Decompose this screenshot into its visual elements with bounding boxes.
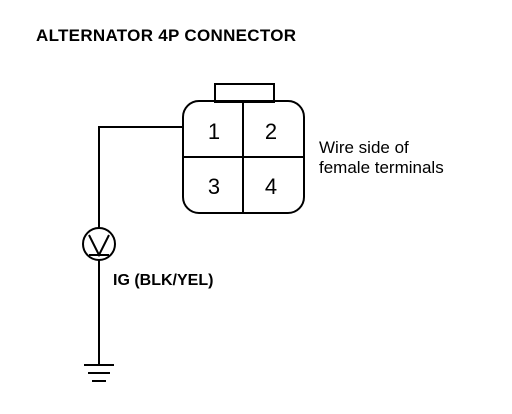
pin-3-label: 3 (208, 174, 220, 199)
connector-note-line-2: female terminals (319, 158, 444, 177)
voltmeter-icon (82, 227, 116, 261)
ig-wire-label: IG (BLK/YEL) (113, 272, 214, 289)
pin-1-label: 1 (208, 119, 220, 144)
connector-note-line-1: Wire side of (319, 138, 409, 157)
test-lead-wire (98, 126, 184, 228)
pin-2-label: 2 (265, 119, 277, 144)
connector-latch (214, 83, 275, 103)
connector-view-note: Wire side of female terminals (319, 138, 444, 178)
connector-4p: 1 2 3 4 (182, 83, 305, 214)
diagram-title: ALTERNATOR 4P CONNECTOR (36, 26, 297, 45)
ground-icon (84, 364, 114, 382)
pin-4-label: 4 (265, 174, 277, 199)
